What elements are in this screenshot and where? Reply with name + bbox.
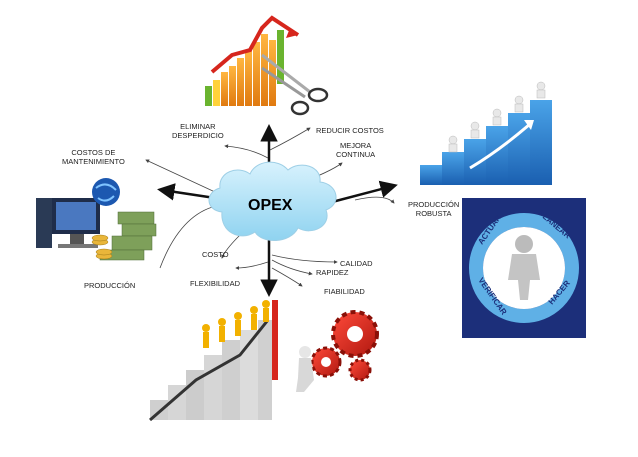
label-fiabilidad: FIABILIDAD [324,287,365,296]
computer-money-image [36,178,157,261]
label-calidad: CALIDAD [340,259,373,268]
arrow-right [331,180,398,204]
pdca-cycle-image: ACTUAR PLANEAR HACER VERIFICAR [462,198,586,338]
main-arrows [157,124,398,297]
stairs-people-image [420,81,552,185]
label-produccion-robusta: PRODUCCIÓN ROBUSTA [408,200,460,218]
waste-chart-image [205,15,329,116]
label-costo: COSTO [202,250,229,259]
label-eliminar-desperdicio: ELIMINAR DESPERDICIO [172,122,224,140]
center-label: OPEX [248,197,293,214]
connector-lines [145,127,395,287]
label-mejora-continua: MEJORA CONTINUA [336,141,376,159]
label-reducir-costos: REDUCIR COSTOS [316,126,384,135]
label-rapidez: RAPIDEZ [316,268,349,277]
arrow-left [157,183,216,201]
opex-cloud: OPEX [208,161,337,241]
gears-image [296,310,379,392]
label-costos-mantenimiento: COSTOS DE MANTENIMIENTO [62,148,125,166]
label-flexibilidad: FLEXIBILIDAD [190,279,241,288]
label-produccion: PRODUCCIÓN [84,281,136,290]
team-stairs-image [149,300,278,422]
